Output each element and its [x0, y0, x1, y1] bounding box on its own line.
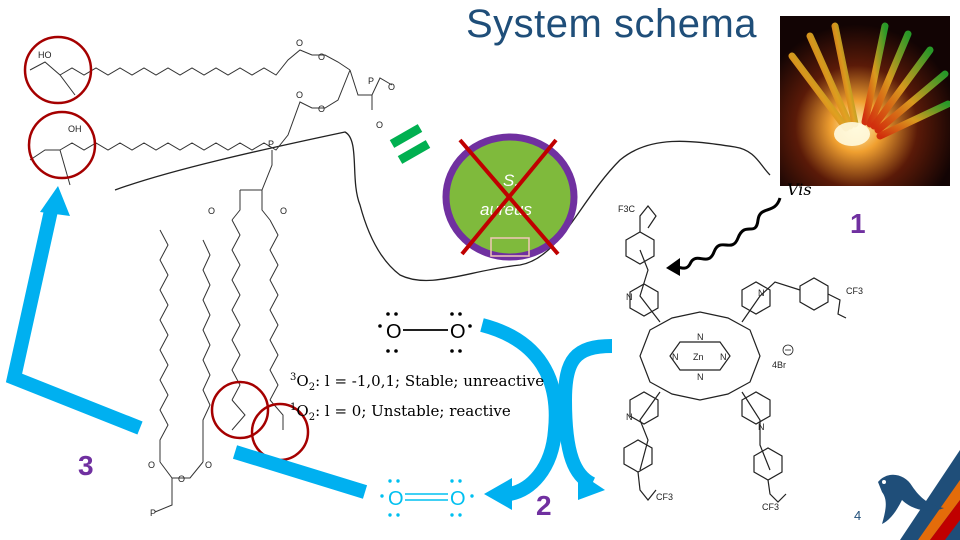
svg-text:O: O [280, 206, 287, 216]
lipid-chain-top [29, 49, 393, 186]
svg-text:N: N [758, 422, 765, 432]
svg-text:O: O [178, 474, 185, 484]
university-logo [878, 450, 960, 540]
triplet-oxygen-line: 3O2: l = -1,0,1; Stable; unreactive [290, 372, 545, 393]
marker-circle-middle [27, 110, 97, 180]
membrane-outline [114, 131, 771, 282]
svg-text:P: P [150, 508, 156, 518]
cf3-label-bottom-right: CF3 [762, 502, 779, 512]
svg-text:O: O [296, 90, 303, 100]
arrow-to-singlet-oxygen [480, 318, 563, 501]
arrow-return-to-membrane [5, 204, 143, 435]
svg-text:O: O [450, 321, 466, 343]
photosensitizer-labels: F3C CF3 CF3 CF3 Zn N N N N 4Br N N N N [618, 204, 863, 512]
svg-text:N: N [697, 372, 704, 382]
svg-text:N: N [720, 352, 727, 362]
svg-text:O: O [450, 488, 466, 510]
cf3-label-bottom-left: CF3 [656, 492, 673, 502]
svg-text:N: N [626, 292, 633, 302]
hydroxyl-label-bottom: OH [68, 124, 82, 134]
arrow-lipid-oxidation [232, 445, 368, 499]
arrow-from-photosensitizer [557, 339, 613, 491]
visible-light-label: Vis [787, 180, 812, 199]
step-number-2: 2 [536, 490, 552, 521]
singlet-oxygen: O O [380, 479, 474, 517]
triplet-oxygen: O O [378, 312, 472, 353]
marker-circle-lower-left [210, 380, 270, 440]
svg-text:O: O [318, 52, 325, 62]
svg-text:N: N [626, 412, 633, 422]
arrowheads [40, 186, 605, 510]
light-wave [671, 197, 782, 270]
svg-text:O: O [376, 120, 383, 130]
lamp-photo [780, 16, 950, 186]
svg-text:P: P [368, 76, 374, 86]
svg-text:N: N [697, 332, 704, 342]
svg-text:O: O [318, 104, 325, 114]
bacterium: S. aureus [442, 133, 578, 261]
svg-text:N: N [758, 288, 765, 298]
lipid-labels: HO OH O O O O P O O [38, 38, 395, 134]
svg-text:O: O [388, 488, 404, 510]
zinc-label: Zn [693, 352, 704, 362]
lipid-chain-bottom [154, 150, 284, 513]
marker-circle-top [23, 35, 93, 105]
svg-text:O: O [205, 460, 212, 470]
slide-title: System schema [466, 2, 758, 46]
f3c-label: F3C [618, 204, 636, 214]
svg-text:P: P [268, 139, 274, 149]
svg-text:O: O [386, 321, 402, 343]
bromide-label: 4Br [772, 360, 786, 370]
svg-text:O: O [296, 38, 303, 48]
bacterium-name-line1: S. [503, 171, 519, 190]
equals-sign [389, 124, 431, 164]
cf3-label-right: CF3 [846, 286, 863, 296]
oxygen-states-info: 3O2: l = -1,0,1; Stable; unreactive 1O2:… [290, 368, 544, 428]
page-number: 4 [854, 508, 862, 523]
step-number-1: 1 [850, 208, 866, 239]
bacterium-inset-box [490, 237, 530, 257]
svg-text:O: O [148, 460, 155, 470]
step-number-3: 3 [78, 450, 94, 481]
light-wave-arrowhead [666, 258, 680, 276]
singlet-oxygen-line: 1O2: l = 0; Unstable; reactive [290, 402, 511, 423]
svg-text:O: O [388, 82, 395, 92]
svg-text:N: N [672, 352, 679, 362]
lipid-bottom-labels: O O O O P P O [148, 139, 287, 518]
kill-cross [458, 138, 560, 256]
svg-text:O: O [208, 206, 215, 216]
photosensitizer-molecule [623, 205, 847, 503]
hydroxyl-label-top: HO [38, 50, 52, 60]
